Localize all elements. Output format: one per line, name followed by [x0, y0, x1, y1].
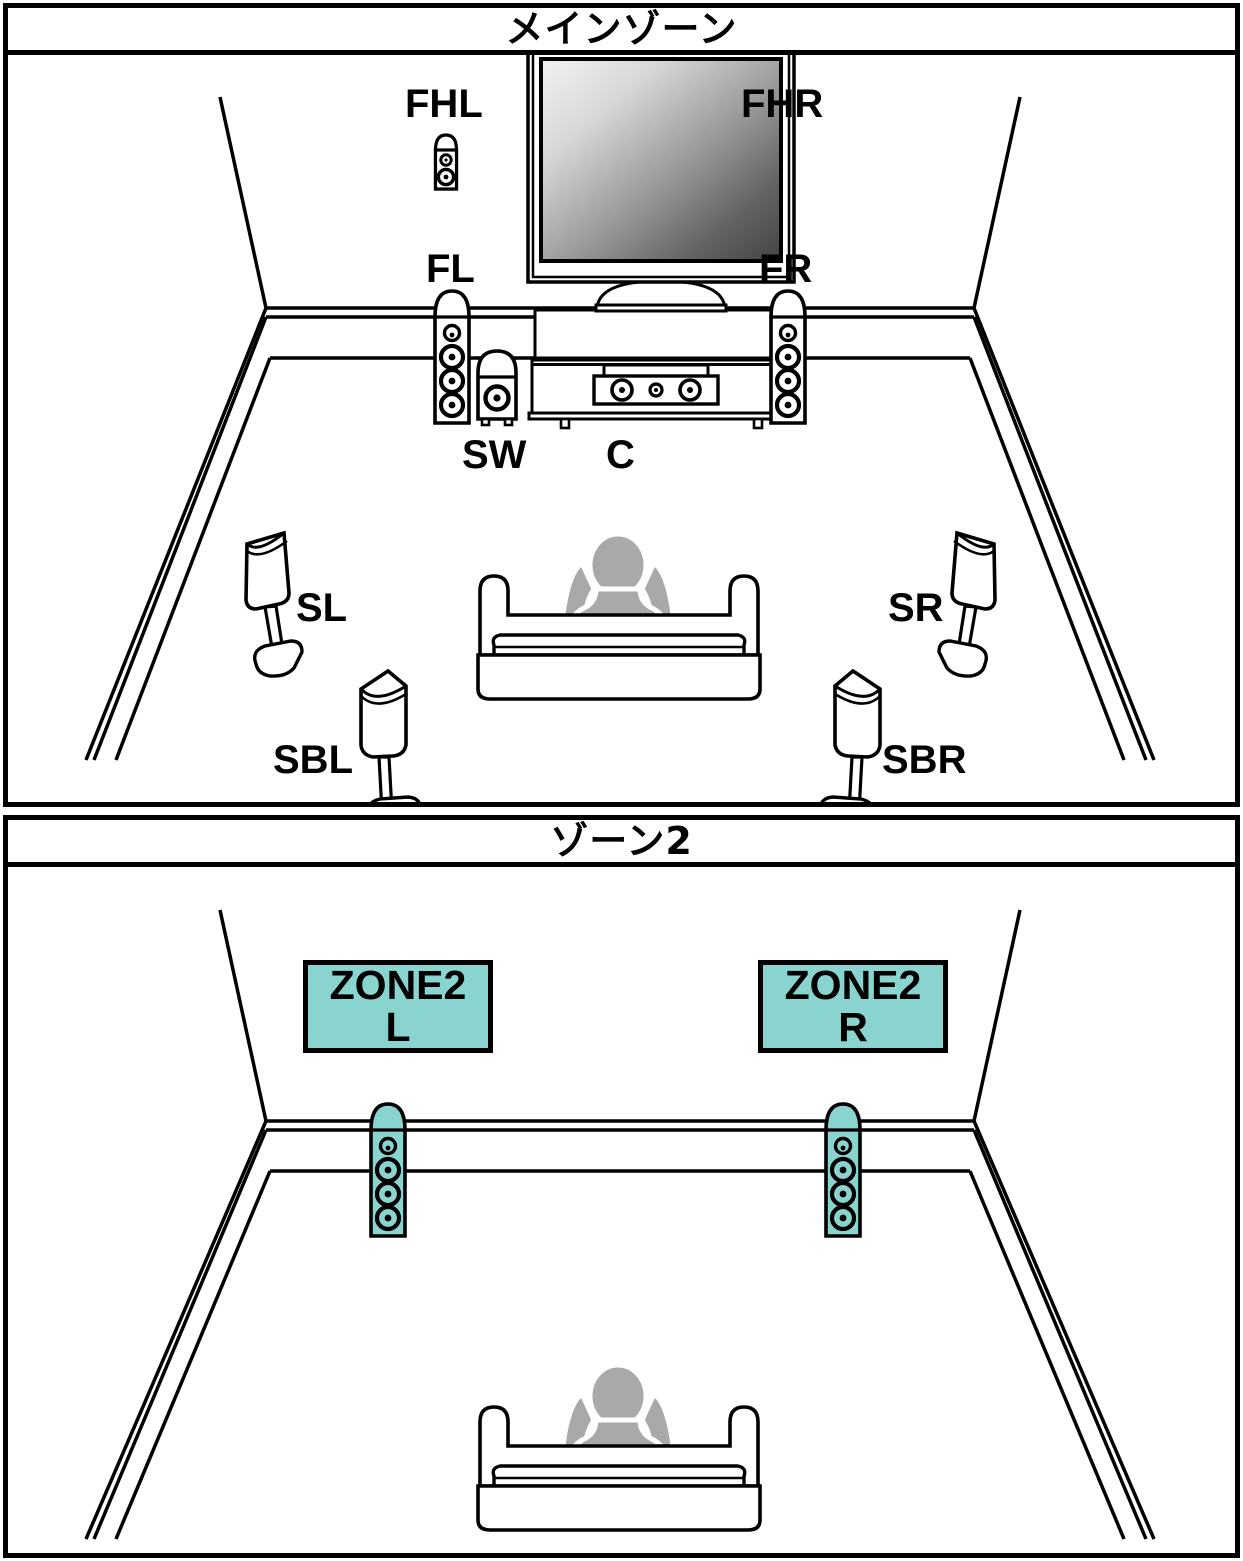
speaker-zone2-right [824, 1102, 862, 1238]
zone2-title-bar: ゾーン2 [8, 820, 1235, 867]
label-sw: SW [462, 433, 527, 477]
speaker-sr [937, 530, 997, 678]
label-sbl: SBL [273, 738, 353, 782]
zone2-sofa-with-viewer [476, 1362, 762, 1532]
label-c: C [606, 433, 635, 477]
label-fr: FR [759, 247, 813, 291]
speaker-fl [433, 289, 471, 425]
speaker-fr [769, 289, 807, 425]
speaker-center [592, 363, 720, 406]
zone2-title: ゾーン2 [550, 819, 693, 863]
speaker-sl [244, 530, 304, 678]
label-fhr: FHR [741, 82, 824, 126]
zone2-room-illustration [84, 909, 1156, 1540]
label-sl: SL [296, 586, 348, 630]
zone2-right-label-line1: ZONE2 [784, 961, 922, 1008]
speaker-sbl [359, 668, 421, 802]
speaker-sbr [820, 668, 882, 802]
speaker-fhl [433, 133, 459, 191]
television [526, 55, 796, 284]
sofa-with-viewer [476, 531, 762, 701]
main-zone-room-illustration [84, 55, 1156, 802]
zone2-right-label-box: ZONE2 R [758, 960, 948, 1053]
main-zone-title: メインゾーン [505, 7, 738, 51]
label-fl: FL [426, 247, 475, 291]
zone2-left-label-line1: ZONE2 [329, 961, 467, 1008]
speaker-zone2-left [369, 1102, 407, 1238]
zone2-left-label-box: ZONE2 L [303, 960, 493, 1053]
main-zone-panel: メインゾーン [3, 3, 1240, 807]
label-sbr: SBR [882, 738, 967, 782]
label-fhl: FHL [405, 82, 483, 126]
zone2-right-label-line2: R [838, 1003, 868, 1050]
speaker-subwoofer [476, 349, 518, 427]
label-sr: SR [888, 586, 944, 630]
zone2-left-label-line2: L [385, 1003, 411, 1050]
tv-stand [527, 279, 796, 430]
main-zone-title-bar: メインゾーン [8, 8, 1235, 55]
zone2-panel: ゾーン2 [3, 815, 1240, 1558]
